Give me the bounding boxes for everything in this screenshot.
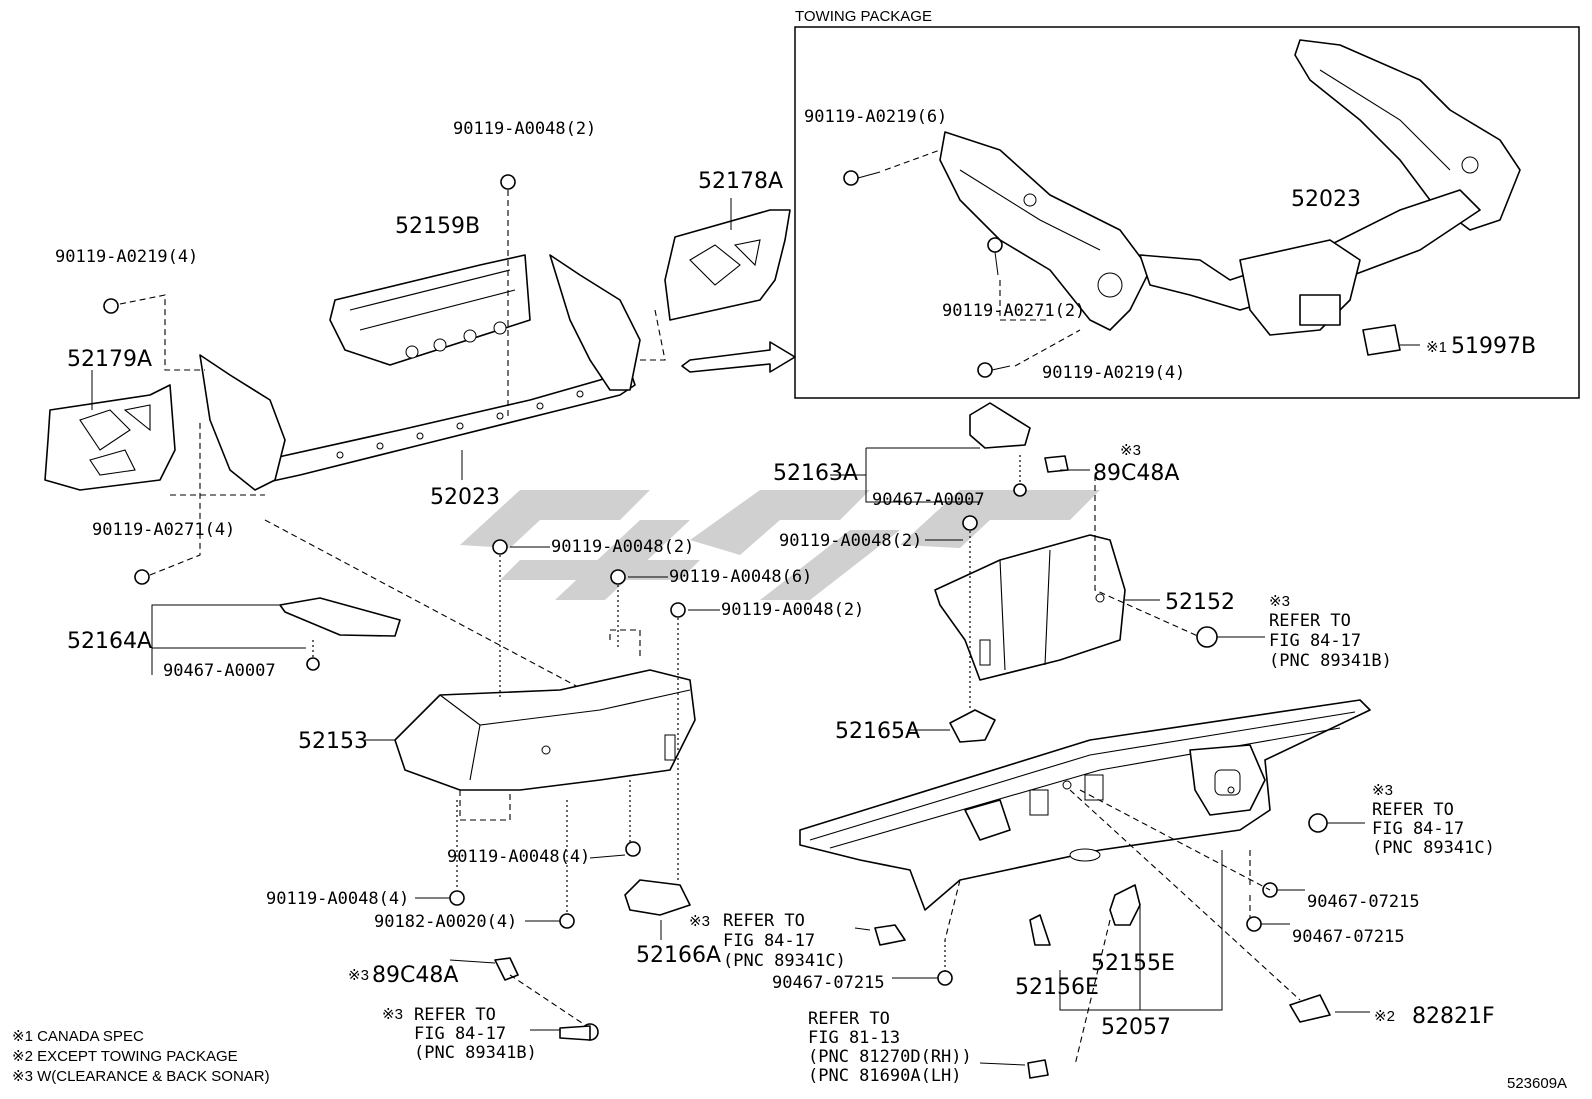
note-clearance-sonar: ※3 W(CLEARANCE & BACK SONAR) bbox=[12, 1068, 270, 1085]
label-clip-07215-b: 90467-07215 bbox=[1292, 927, 1405, 947]
right-bumper-drawing bbox=[934, 402, 1126, 743]
label-clip-0007-left: 90467-A0007 bbox=[163, 661, 276, 681]
label-52057: 52057 bbox=[1101, 1015, 1171, 1040]
ref-left-line3: (PNC 89341B) bbox=[414, 1043, 537, 1063]
mark-2-82821F: ※2 bbox=[1374, 1008, 1395, 1025]
label-bolt-0048-4a: 90119-A0048(4) bbox=[447, 847, 590, 867]
label-52156E: 52156E bbox=[1015, 975, 1099, 1000]
label-89C48A-left: 89C48A bbox=[372, 963, 458, 988]
towing-package-title: TOWING PACKAGE bbox=[795, 8, 932, 25]
ref-light-line4: (PNC 81690A(LH) bbox=[808, 1066, 962, 1086]
label-52023-beam: 52023 bbox=[430, 485, 500, 510]
note-canada-spec: ※1 CANADA SPEC bbox=[12, 1028, 144, 1045]
mark-3-89C48A-left: ※3 bbox=[348, 967, 369, 984]
note-except-towing: ※2 EXCEPT TOWING PACKAGE bbox=[12, 1048, 238, 1065]
ref-right-mid-line1: REFER TO bbox=[1372, 800, 1454, 820]
label-clip-07215-a: 90467-07215 bbox=[1307, 892, 1420, 912]
diagram-id: 523609A bbox=[1507, 1075, 1567, 1092]
label-89C48A-right: 89C48A bbox=[1093, 461, 1179, 486]
label-82821F: 82821F bbox=[1412, 1004, 1495, 1029]
label-bolt-0048-2a: 90119-A0048(2) bbox=[551, 537, 694, 557]
mark-3-ref-center: ※3 bbox=[689, 913, 710, 930]
label-clip-0007-right: 90467-A0007 bbox=[872, 490, 985, 510]
leader-lines bbox=[91, 198, 1420, 1066]
label-52164A: 52164A bbox=[67, 629, 152, 654]
label-hitch-0219-6: 90119-A0219(6) bbox=[804, 107, 947, 127]
label-nut-0020-4: 90182-A0020(4) bbox=[374, 912, 517, 932]
label-52165A: 52165A bbox=[835, 719, 920, 744]
ref-right-top-line2: FIG 84-17 bbox=[1269, 631, 1361, 651]
label-52155E: 52155E bbox=[1091, 951, 1175, 976]
ref-right-top-line1: REFER TO bbox=[1269, 611, 1351, 631]
inset-bolts bbox=[843, 149, 1081, 378]
label-hitch-52023: 52023 bbox=[1291, 187, 1361, 212]
ref-light-line2: FIG 81-13 bbox=[808, 1028, 900, 1048]
ref-right-top-line3: (PNC 89341B) bbox=[1269, 651, 1392, 671]
label-hitch-0271-2: 90119-A0271(2) bbox=[942, 301, 1085, 321]
label-clip-07215-c: 90467-07215 bbox=[772, 973, 885, 993]
ref-light-line3: (PNC 81270D(RH)) bbox=[808, 1047, 972, 1067]
label-bolt-0048-top: 90119-A0048(2) bbox=[453, 119, 596, 139]
mark-3-ref-right-mid: ※3 bbox=[1372, 782, 1393, 799]
watermark-logo bbox=[460, 490, 1100, 600]
label-bolt-0048-right: 90119-A0048(2) bbox=[779, 531, 922, 551]
label-bolt-0219-4: 90119-A0219(4) bbox=[55, 247, 198, 267]
label-52179A: 52179A bbox=[67, 347, 152, 372]
ref-light-line1: REFER TO bbox=[808, 1009, 890, 1029]
label-bolt-0048-2b: 90119-A0048(2) bbox=[721, 600, 864, 620]
label-bolt-0048-4b: 90119-A0048(4) bbox=[266, 889, 409, 909]
ref-right-mid-line2: FIG 84-17 bbox=[1372, 819, 1464, 839]
label-bolt-0048-6: 90119-A0048(6) bbox=[669, 567, 812, 587]
label-52178A: 52178A bbox=[698, 169, 783, 194]
mark-1-51997B: ※1 bbox=[1426, 339, 1447, 356]
ref-left-line2: FIG 84-17 bbox=[414, 1024, 506, 1044]
ref-center-line3: (PNC 89341C) bbox=[723, 951, 846, 971]
left-bumper-drawing bbox=[279, 597, 696, 916]
rear-step-drawing bbox=[799, 699, 1371, 946]
mark-3-ref-left: ※3 bbox=[382, 1006, 403, 1023]
ref-center-line1: REFER TO bbox=[723, 911, 805, 931]
label-52166A: 52166A bbox=[636, 943, 721, 968]
mark-3-89C48A-right: ※3 bbox=[1120, 442, 1141, 459]
ref-left-line1: REFER TO bbox=[414, 1005, 496, 1025]
label-bolt-0271-4: 90119-A0271(4) bbox=[92, 520, 235, 540]
inset-arrow bbox=[681, 341, 796, 373]
ref-center-line2: FIG 84-17 bbox=[723, 931, 815, 951]
label-52153: 52153 bbox=[298, 729, 368, 754]
towing-package-frame bbox=[794, 26, 1580, 399]
label-51997B: 51997B bbox=[1451, 334, 1536, 359]
rear-beam-drawing bbox=[44, 209, 791, 491]
ref-right-mid-line3: (PNC 89341C) bbox=[1372, 838, 1495, 858]
label-52163A: 52163A bbox=[773, 461, 858, 486]
mark-3-ref-right-top: ※3 bbox=[1269, 593, 1290, 610]
hitch-receiver-drawing bbox=[939, 39, 1521, 356]
hitch-plug bbox=[1362, 324, 1401, 356]
label-52152: 52152 bbox=[1165, 590, 1235, 615]
label-52159B: 52159B bbox=[395, 214, 480, 239]
label-hitch-0219-4: 90119-A0219(4) bbox=[1042, 363, 1185, 383]
